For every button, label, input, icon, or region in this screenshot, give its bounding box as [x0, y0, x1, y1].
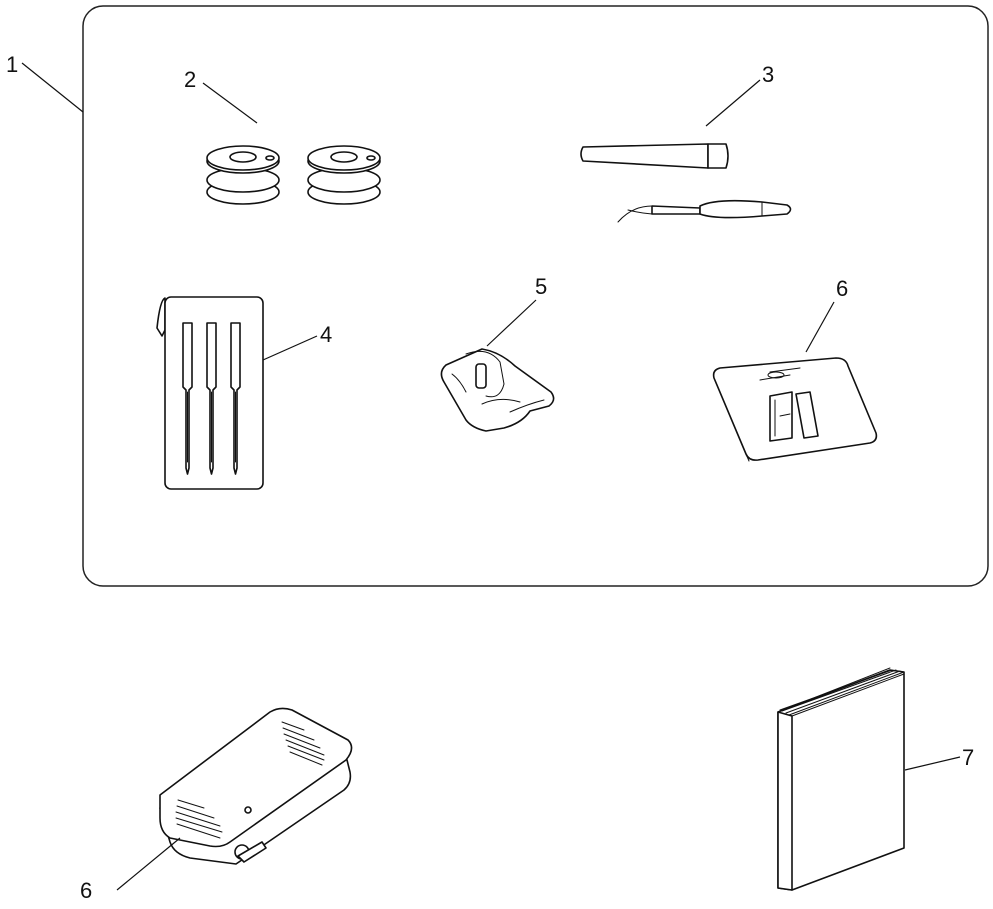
bobbin [307, 145, 381, 205]
bobbins: 2 [184, 67, 381, 205]
accessory-box-outline [82, 5, 989, 587]
instruction-book: 7 [777, 667, 974, 891]
seam-ripper [617, 199, 792, 223]
lint-brush [580, 143, 729, 169]
grip-lines [175, 721, 325, 839]
needle [230, 322, 241, 475]
callout-1: 1 [6, 52, 84, 113]
callout-2-number: 2 [184, 67, 196, 92]
bobbin [206, 145, 280, 205]
needle-set: 4 [156, 296, 332, 490]
callout-3-number: 3 [762, 62, 774, 87]
needle [182, 322, 193, 475]
lint-brush-and-seam-ripper: 3 [580, 62, 792, 223]
callout-6-plate-number: 6 [836, 276, 848, 301]
needle-plate: 6 [712, 276, 878, 462]
foot-control: 6 [80, 707, 353, 903]
callout-4-number: 4 [320, 322, 332, 347]
callout-5-number: 5 [535, 274, 547, 299]
callout-1-number: 1 [6, 52, 18, 77]
presser-foot: 5 [440, 274, 555, 432]
callout-6-pedal-number: 6 [80, 878, 92, 903]
needle [206, 322, 217, 475]
callout-7-number: 7 [962, 745, 974, 770]
